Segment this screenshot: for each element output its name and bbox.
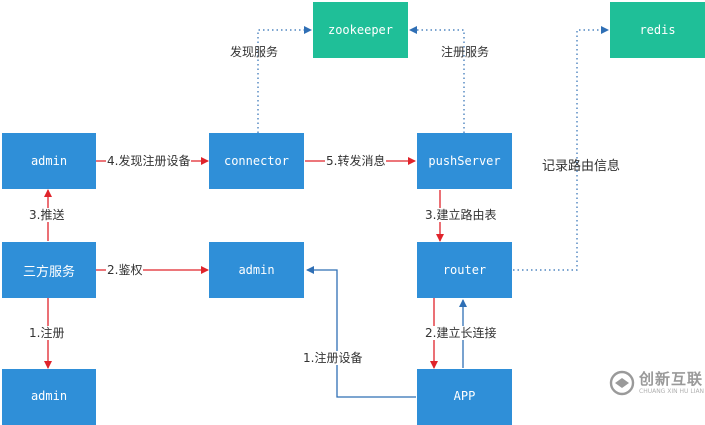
label-discover-service: 发现服务 bbox=[230, 45, 279, 59]
admin-bottom-node: admin bbox=[2, 369, 96, 425]
label-register-device: 1.注册设备 bbox=[302, 351, 364, 365]
label-build-long-connection: 2.建立长连接 bbox=[424, 326, 498, 340]
zookeeper-node: zookeeper bbox=[313, 2, 408, 58]
watermark: 创新互联 CHUANG XIN HU LIAN bbox=[609, 366, 705, 400]
connector-lines bbox=[44, 26, 609, 398]
watermark-name-cn: 创新互联 bbox=[639, 370, 704, 388]
label-register: 1.注册 bbox=[28, 326, 66, 340]
redis-node: redis bbox=[610, 2, 705, 58]
edge-router-redis bbox=[513, 26, 609, 271]
pushserver-node: pushServer bbox=[417, 133, 512, 189]
brand-logo-icon bbox=[609, 370, 635, 396]
label-record-route: 记录路由信息 bbox=[542, 159, 621, 174]
label-discover-devices: 4.发现注册设备 bbox=[106, 154, 192, 168]
edge-app-admin-mid bbox=[306, 266, 416, 398]
label-forward-message: 5.转发消息 bbox=[325, 154, 387, 168]
label-register-service: 注册服务 bbox=[441, 45, 490, 59]
watermark-name-en: CHUANG XIN HU LIAN bbox=[639, 388, 705, 395]
label-push: 3.推送 bbox=[28, 208, 66, 222]
admin-mid-node: admin bbox=[209, 242, 304, 298]
app-node: APP bbox=[417, 369, 512, 425]
label-build-route-table: 3.建立路由表 bbox=[424, 208, 498, 222]
admin-top-node: admin bbox=[2, 133, 96, 189]
router-node: router bbox=[417, 242, 512, 298]
connector-node: connector bbox=[209, 133, 304, 189]
label-auth: 2.鉴权 bbox=[106, 263, 144, 277]
third-party-service-node: 三方服务 bbox=[2, 242, 96, 298]
